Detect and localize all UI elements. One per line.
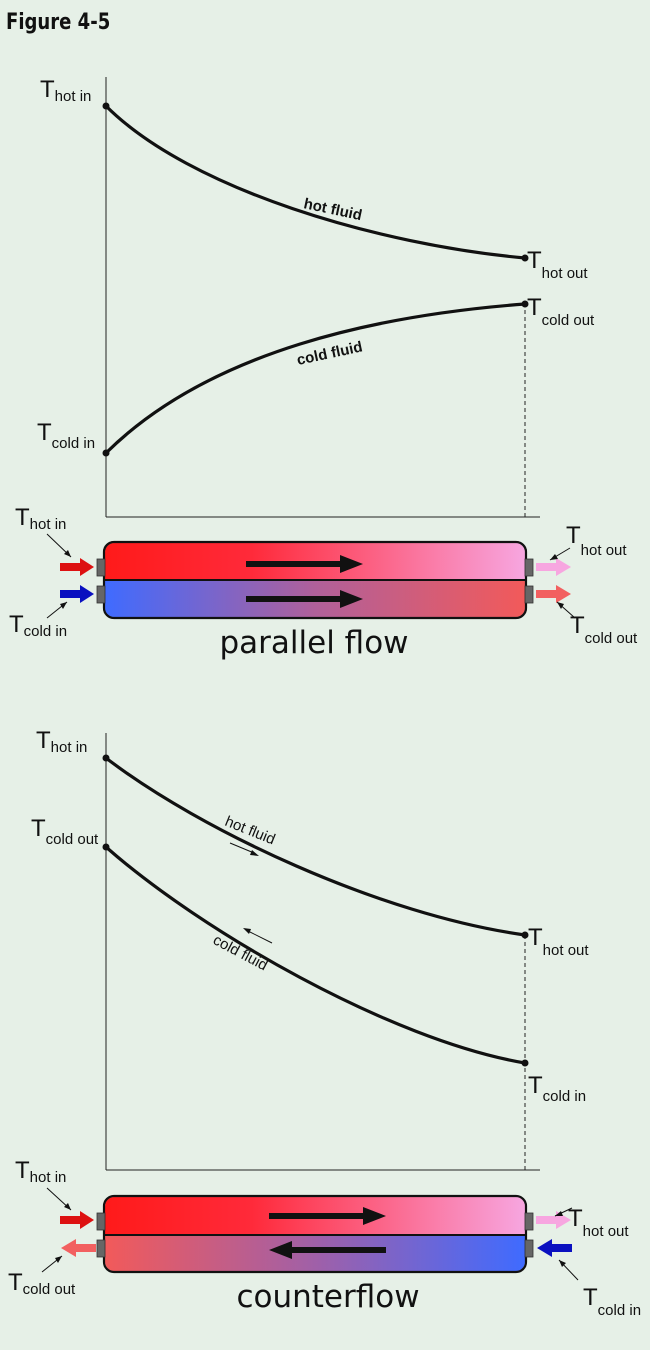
parallel-cold-in-point bbox=[102, 449, 110, 457]
label-t-cold-in: Tcold in bbox=[37, 419, 95, 452]
label-t-cold-in-counter: Tcold in bbox=[528, 1072, 586, 1105]
parallel-ex-label-t-cold-in: Tcold in bbox=[9, 611, 67, 640]
counter-cold-out-point bbox=[102, 843, 110, 851]
label-t-hot-in: Thot in bbox=[40, 76, 91, 105]
counter-cold-flow-arrow bbox=[269, 1241, 386, 1259]
parallel-ex-label-t-hot-out: Thot out bbox=[566, 522, 627, 559]
parallel-cold-outlet-arrow bbox=[536, 585, 571, 603]
parallel-hot-flow-arrow bbox=[246, 555, 363, 573]
counter-hot-curve bbox=[105, 756, 526, 937]
counter-cold-inlet-arrow bbox=[537, 1239, 572, 1257]
counter-ex-label-t-hot-in: Thot in bbox=[15, 1157, 66, 1186]
parallel-cold-flow-arrow bbox=[246, 590, 363, 608]
parallel-ex-label-t-hot-in: Thot in bbox=[15, 504, 66, 533]
parallel-hot-outlet-arrow bbox=[536, 558, 571, 576]
counter-hot-in-point bbox=[102, 754, 110, 762]
counter-hot-direction-arrow bbox=[229, 842, 259, 856]
counter-cold-in-point bbox=[521, 1059, 529, 1067]
parallel-flow-graph: hot fluid cold fluid Thot in Thot out Tc… bbox=[37, 76, 595, 518]
parallel-ex-label-t-cold-out: Tcold out bbox=[570, 612, 638, 647]
parallel-cold-inlet-arrow bbox=[60, 585, 94, 603]
counter-hot-inlet-arrow bbox=[60, 1211, 94, 1229]
parallel-hot-in-point bbox=[102, 102, 110, 110]
counter-hot-outlet-arrow bbox=[536, 1211, 571, 1229]
parallel-flow-caption: parallel flow bbox=[219, 625, 408, 661]
counterflow-caption: counterflow bbox=[236, 1279, 419, 1315]
figure-title: Figure 4-5 bbox=[6, 10, 111, 35]
parallel-hot-curve bbox=[104, 104, 526, 260]
counter-cold-direction-arrow bbox=[243, 928, 273, 944]
counter-cold-curve bbox=[104, 845, 526, 1065]
label-t-hot-in-counter: Thot in bbox=[36, 727, 87, 756]
label-t-cold-out: Tcold out bbox=[527, 294, 595, 329]
label-t-cold-out-counter: Tcold out bbox=[31, 815, 99, 848]
counter-ex-label-t-hot-out: Thot out bbox=[568, 1205, 629, 1240]
parallel-cold-curve bbox=[104, 302, 526, 455]
counter-hot-out-point bbox=[521, 931, 529, 939]
label-t-hot-out-counter: Thot out bbox=[528, 924, 589, 959]
counterflow-exchanger: Thot in Tcold out Thot out Tcold in coun… bbox=[8, 1157, 641, 1319]
counter-ex-label-t-cold-out: Tcold out bbox=[8, 1269, 76, 1298]
counter-hot-flow-arrow bbox=[269, 1207, 386, 1225]
counter-ex-label-t-cold-in: Tcold in bbox=[583, 1284, 641, 1319]
parallel-cold-out-point bbox=[521, 300, 529, 308]
counterflow-graph: hot fluid cold fluid Thot in Tcold out T… bbox=[31, 727, 589, 1171]
label-t-hot-out: Thot out bbox=[527, 247, 588, 282]
counter-cold-outlet-arrow bbox=[61, 1239, 96, 1257]
counter-exchanger-shell bbox=[102, 1194, 528, 1274]
parallel-flow-exchanger: Thot in Tcold in Thot out Tcold out para… bbox=[9, 504, 638, 661]
parallel-hot-out-point bbox=[521, 254, 529, 262]
parallel-hot-inlet-arrow bbox=[60, 558, 94, 576]
